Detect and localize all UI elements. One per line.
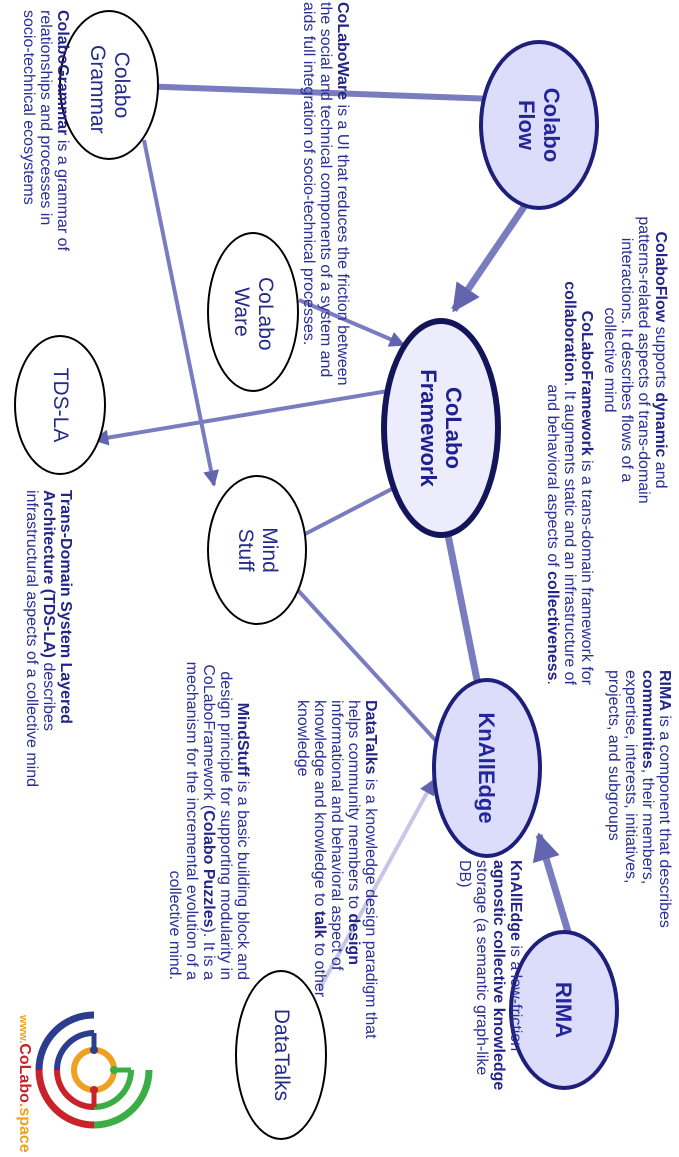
node-colabo-ware[interactable]: CoLabo Ware: [207, 232, 299, 392]
desc-colabo-framework: CoLaboFramework is a trans-domain framew…: [544, 225, 595, 685]
desc-emph: dynamic: [652, 392, 669, 458]
colabo-logo-icon[interactable]: [29, 1005, 159, 1135]
desc-term: KnAllEdge: [507, 860, 524, 941]
desc-knalledge: KnAllEdge is a low-friction agnostic col…: [456, 860, 524, 1105]
desc-colabo-flow: ColaboFlow supports dynamic and patterns…: [601, 210, 669, 510]
edge-rima-to-knalledge: [532, 832, 573, 937]
node-label: DataTalks: [270, 1008, 293, 1102]
desc-emph: agnostic collective knowledge: [490, 860, 507, 1091]
desc-text: is a trans-domain framework for: [578, 455, 595, 685]
node-label: Mind Stuff: [234, 527, 281, 573]
node-colabo-framework[interactable]: CoLabo Framework: [381, 318, 501, 538]
node-label: Colabo Flow: [514, 87, 564, 163]
desc-tds-la: Trans-Domain System Layered Architecture…: [23, 490, 74, 810]
desc-emph: talk: [311, 910, 328, 939]
desc-mind-stuff: MindStuff is a basic building block and …: [166, 655, 251, 980]
node-label: CoLabo Ware: [230, 277, 277, 351]
desc-text: .: [544, 680, 561, 685]
desc-colabo-grammar: ColaboGrammar is a grammar of relationsh…: [20, 10, 71, 255]
logo-prefix: www.: [17, 1015, 29, 1044]
desc-term: CoLaboWare: [334, 2, 351, 101]
node-label: TDS-LA: [49, 367, 72, 443]
edge-framework-to-tdsla: [92, 388, 395, 446]
node-colabo-flow[interactable]: Colabo Flow: [479, 40, 599, 210]
node-mind-stuff[interactable]: Mind Stuff: [207, 475, 307, 625]
desc-rima: RIMA is a component that describes commu…: [605, 670, 673, 930]
node-label: CoLabo Framework: [416, 369, 466, 487]
desc-term: MindStuff: [234, 702, 251, 777]
desc-colabo-ware: CoLaboWare is a UI that reduces the fric…: [300, 2, 351, 392]
desc-emph: collaboration: [561, 281, 578, 382]
node-label: KnAllEdge: [474, 712, 500, 824]
desc-term: DataTalks: [362, 700, 379, 775]
desc-text: is a component that describes: [656, 710, 673, 928]
desc-text: . It augments static and an infrastructu…: [561, 381, 578, 685]
node-tds-la[interactable]: TDS-LA: [14, 335, 106, 475]
desc-term: CoLaboFramework: [578, 310, 595, 456]
desc-emph: Colabo Puzzles: [200, 810, 217, 928]
edge-datatalks-to-knalledge: [317, 778, 436, 991]
edge-mindstuff-to-knalledge: [282, 573, 451, 757]
desc-text: storage (a semantic graph-like DB): [456, 860, 490, 1076]
desc-term: ColaboFlow: [652, 231, 669, 323]
edge-ware-to-framework: [298, 298, 406, 347]
logo-wordmark[interactable]: www.CoLabo.space: [15, 1015, 33, 1153]
desc-text: supports: [652, 322, 669, 393]
desc-datatalks: DataTalks is a knowledge design paradigm…: [294, 700, 379, 1045]
logo-suffix: .space: [16, 1102, 33, 1153]
logo-brand: CoLabo: [16, 1043, 33, 1103]
desc-term: RIMA: [656, 670, 673, 711]
node-colabo-grammar[interactable]: Colabo Grammar: [59, 10, 159, 160]
desc-emph: collectiveness: [544, 571, 561, 681]
desc-term: ColaboGrammar: [54, 10, 71, 136]
edge-grammar-to-mindstuff: [142, 139, 219, 487]
desc-text: is a low-friction: [507, 940, 524, 1052]
desc-emph: communities: [639, 670, 656, 769]
node-label: RIMA: [551, 981, 577, 1039]
edge-grammar-to-flow: [108, 82, 527, 112]
node-label: Colabo Grammar: [86, 45, 133, 134]
desc-text: and behavioral aspects of: [544, 384, 561, 572]
node-knalledge[interactable]: KnAllEdge: [432, 678, 542, 858]
node-rima[interactable]: RIMA: [509, 930, 619, 1090]
desc-emph: design: [345, 913, 362, 965]
